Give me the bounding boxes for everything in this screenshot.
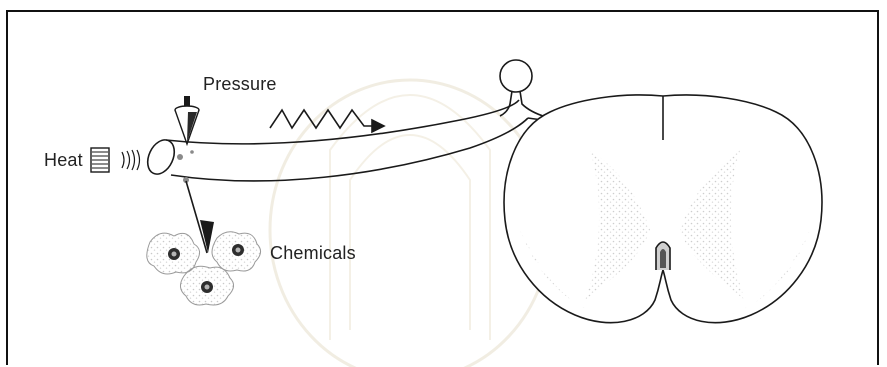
nerve-signal-wave-icon — [270, 110, 384, 132]
chemical-cell-icon — [147, 233, 200, 274]
pressure-cone-icon — [175, 96, 199, 144]
heat-label: Heat — [44, 150, 83, 171]
spinal-cord-cross-section — [504, 95, 822, 323]
heat-coil-icon — [91, 148, 109, 172]
pressure-label: Pressure — [203, 74, 277, 95]
chemical-cell-icon — [212, 232, 261, 271]
chemical-cell-icon — [180, 266, 233, 305]
chemicals-label: Chemicals — [270, 243, 356, 264]
heat-waves-icon — [122, 150, 140, 170]
